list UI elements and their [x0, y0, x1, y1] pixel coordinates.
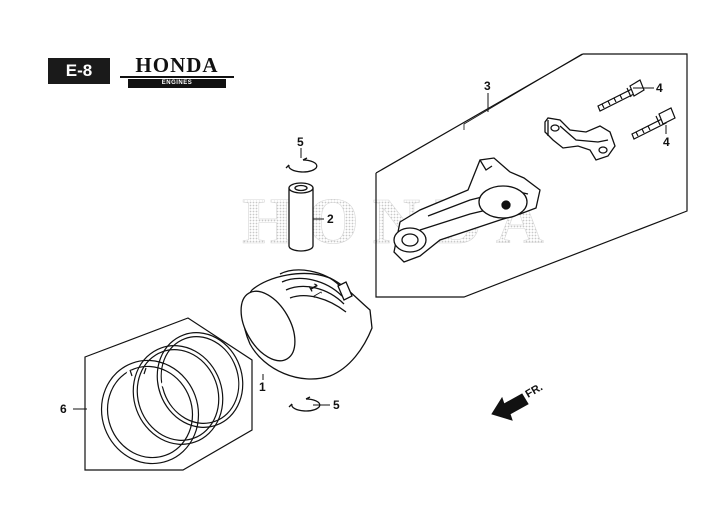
callout-leaders — [73, 87, 667, 410]
callout-5-lower: 5 — [333, 398, 340, 412]
brand-name: HONDA — [135, 53, 219, 77]
pin-clip-lower — [288, 396, 321, 412]
callout-5-upper: 5 — [297, 135, 304, 149]
ring-set-outline-box — [84, 317, 253, 471]
pin-clip-upper — [285, 157, 318, 173]
piston-pin — [288, 182, 314, 252]
honda-engines-logo: HONDA ENGINES — [120, 53, 234, 88]
piston: 1 [ — [240, 269, 373, 380]
callout-6: 6 — [60, 402, 67, 416]
piston-ring-set — [84, 317, 253, 471]
rod-bolt-lower — [631, 107, 676, 140]
callout-4-lower: 4 — [663, 135, 670, 149]
brand-underline — [120, 76, 234, 78]
callout-3: 3 — [484, 79, 491, 93]
svg-text:[: [ — [312, 291, 323, 299]
callout-2: 2 — [327, 212, 334, 226]
rod-bolt-upper — [597, 79, 645, 112]
front-direction-arrow: FR. — [491, 381, 545, 421]
callout-1: 1 — [259, 380, 266, 394]
brand-subtitle: ENGINES — [128, 79, 226, 88]
connecting-rod — [393, 117, 616, 263]
front-direction-label: FR. — [524, 381, 545, 400]
connecting-rod-group — [375, 53, 688, 298]
callout-4-upper: 4 — [656, 81, 663, 95]
section-code-badge: E-8 — [48, 58, 110, 84]
group-outline-box — [375, 53, 688, 298]
